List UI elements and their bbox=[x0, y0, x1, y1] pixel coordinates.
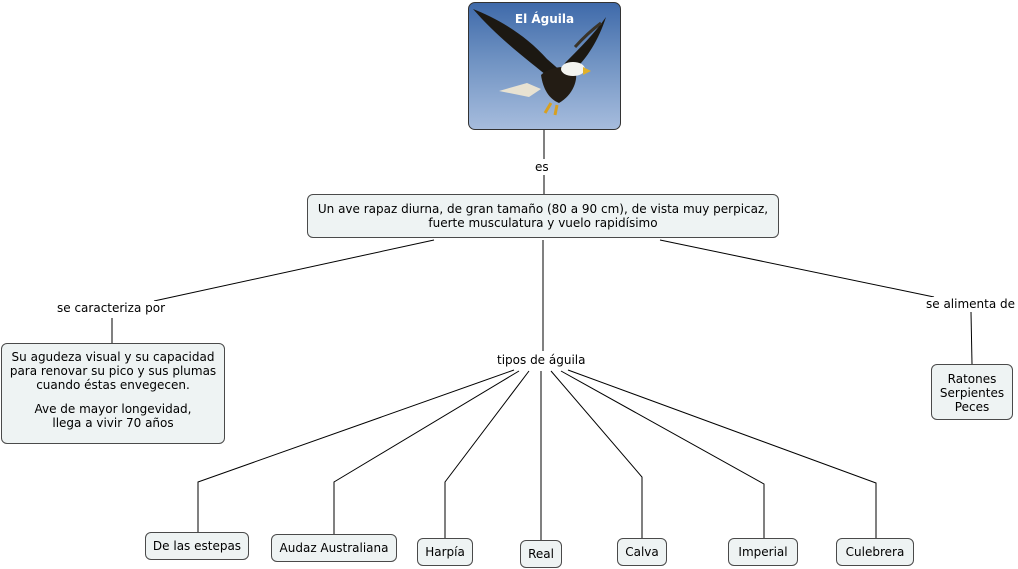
link-label-se-caracteriza-por: se caracteriza por bbox=[57, 301, 165, 315]
definition-node[interactable]: Un ave rapaz diurna, de gran tamaño (80 … bbox=[307, 194, 779, 238]
characteristics-node[interactable]: Su agudeza visual y su capacidad para re… bbox=[1, 343, 225, 444]
food-node[interactable]: Ratones Serpientes Peces bbox=[931, 364, 1013, 420]
link-label-es: es bbox=[535, 160, 549, 174]
type-node[interactable]: Calva bbox=[617, 538, 667, 566]
link-label-tipos-de-aguila: tipos de águila bbox=[497, 353, 586, 367]
type-node[interactable]: Imperial bbox=[728, 538, 798, 566]
type-node[interactable]: Real bbox=[520, 540, 562, 568]
type-node[interactable]: Audaz Australiana bbox=[271, 534, 397, 562]
type-node[interactable]: De las estepas bbox=[145, 532, 249, 560]
map-title: El Águila bbox=[514, 12, 575, 26]
eagle-icon bbox=[473, 9, 606, 116]
eagle-image-node[interactable]: El Águila bbox=[468, 2, 621, 130]
type-node[interactable]: Culebrera bbox=[836, 538, 914, 566]
characteristics-text-2: Ave de mayor longevidad, llega a vivir 7… bbox=[34, 402, 192, 430]
type-node[interactable]: Harpía bbox=[417, 538, 473, 566]
link-label-se-alimenta-de: se alimenta de bbox=[926, 297, 1016, 311]
characteristics-text-1: Su agudeza visual y su capacidad para re… bbox=[9, 350, 217, 392]
